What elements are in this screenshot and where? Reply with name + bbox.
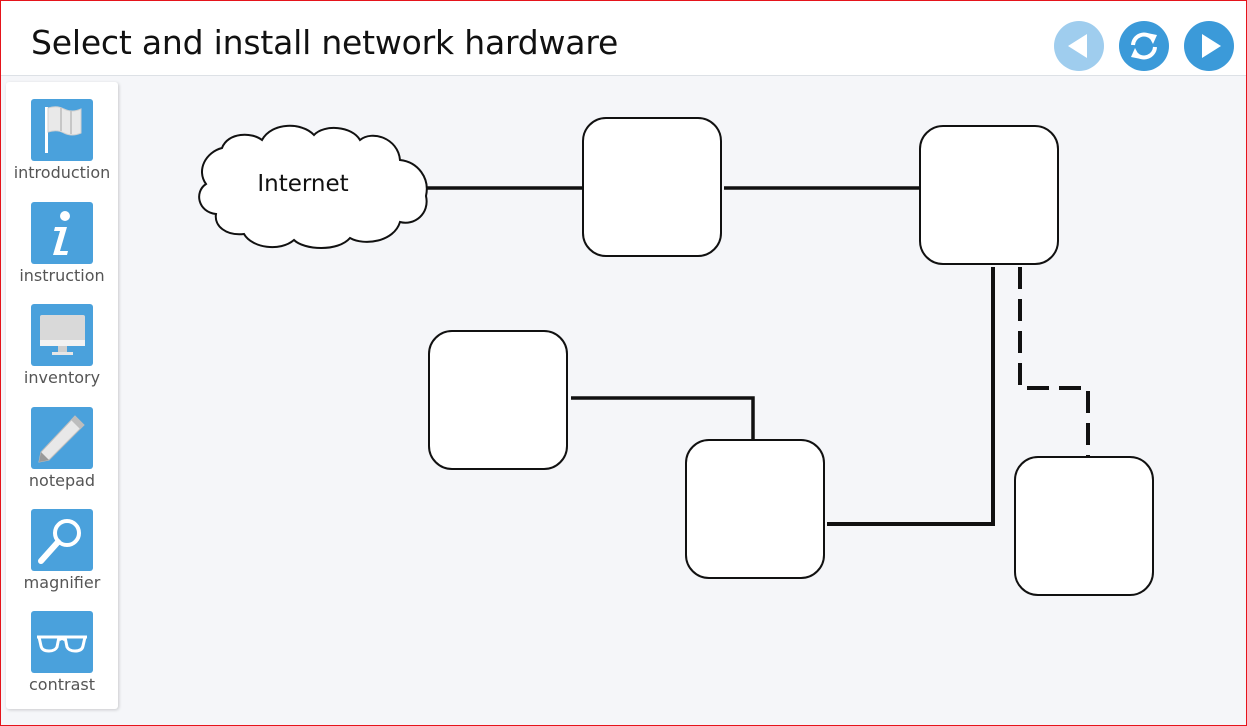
page-title: Select and install network hardware xyxy=(31,23,619,62)
tool-introduction[interactable]: introduction xyxy=(6,99,118,191)
refresh-icon xyxy=(1131,32,1157,60)
tool-magnifier[interactable]: magnifier xyxy=(6,509,118,601)
internet-cloud xyxy=(198,124,428,249)
header: Select and install network hardware xyxy=(1,1,1246,76)
internet-label: Internet xyxy=(257,171,349,197)
tool-notepad[interactable]: notepad xyxy=(6,407,118,499)
tool-instruction[interactable]: instruction xyxy=(6,202,118,294)
arrow-left-icon xyxy=(1068,34,1087,58)
tool-label: inventory xyxy=(23,368,101,387)
hardware-slot-3[interactable] xyxy=(428,330,568,470)
tool-label: introduction xyxy=(13,163,111,182)
wireless-link-slot-2-to-slot-5 xyxy=(1018,267,1090,456)
glasses-icon xyxy=(37,635,87,653)
next-button[interactable] xyxy=(1184,21,1234,71)
back-button[interactable] xyxy=(1054,21,1104,71)
flag-icon xyxy=(45,106,82,153)
pencil-icon xyxy=(38,415,85,463)
cable-slot-3-to-slot-4 xyxy=(571,396,755,439)
info-icon xyxy=(53,211,70,255)
arrow-right-icon xyxy=(1202,34,1221,58)
hardware-slot-2[interactable] xyxy=(919,125,1059,265)
tool-contrast[interactable]: contrast xyxy=(6,611,118,703)
cable-slot-2-to-slot-4 xyxy=(827,267,995,526)
tool-inventory[interactable]: inventory xyxy=(6,304,118,396)
tool-label: instruction xyxy=(19,266,105,285)
hardware-slot-5[interactable] xyxy=(1014,456,1154,596)
hardware-slot-1[interactable] xyxy=(582,117,722,257)
tool-label: notepad xyxy=(28,471,96,490)
hardware-slot-4[interactable] xyxy=(685,439,825,579)
tool-label: contrast xyxy=(29,675,95,694)
reset-button[interactable] xyxy=(1119,21,1169,71)
monitor-icon xyxy=(40,315,85,355)
tool-sidebar: introduction instruction inventory xyxy=(6,82,118,709)
tool-label: magnifier xyxy=(23,573,101,592)
magnifier-icon xyxy=(38,519,81,564)
